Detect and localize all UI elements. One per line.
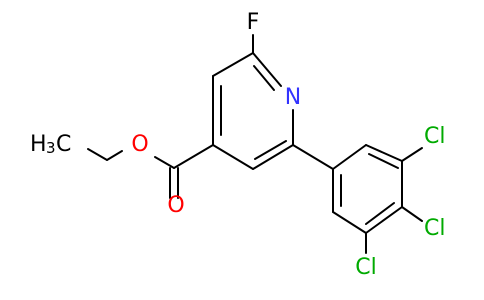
bond-c2p-c3p-inner [368,153,399,169]
methyl-subscript: 3 [46,139,56,157]
methyl-label: H 3 C [30,132,71,157]
bond-n-c2-inner [253,65,275,91]
atom-label-chlorine-top: Cl [424,124,445,149]
bond-c1p-c2p [332,144,367,170]
bond-n-c2 [252,52,282,87]
bond-c4p-c5p [365,206,403,234]
bond-oester-ch2 [106,150,123,161]
bond-c4-carbonyl [173,144,214,169]
bond-c5-c6 [252,144,294,170]
bond-c5-c6-inner [254,140,287,160]
bond-c2-c3 [212,52,254,77]
atom-label-fluorine: F [247,10,260,35]
bond-c4-c5 [212,144,254,170]
atom-label-chlorine-bottom: Cl [355,255,376,280]
bond-c6-c1p [292,144,334,170]
methyl-h-label: H [30,132,47,157]
atom-label-ester-oxygen: O [131,132,148,157]
atom-label-carbonyl-oxygen: O [167,193,184,218]
bond-c4p-cl [401,206,423,222]
atom-label-chlorine-mid: Cl [424,216,445,241]
bond-c3p-cl [401,147,423,162]
atom-label-nitrogen: N [285,85,301,110]
bond-c5p-c6p [332,211,367,234]
pyridine-ring [212,34,294,170]
methyl-c-label: C [56,132,71,157]
bond-ch2-ch3 [87,148,108,161]
bond-c2p-c3p [365,144,403,162]
bond-carbonyl-oester [154,156,175,169]
phenyl-ring [292,144,423,254]
ester-group [87,144,214,199]
bond-c4p-c5p-inner [365,202,395,225]
